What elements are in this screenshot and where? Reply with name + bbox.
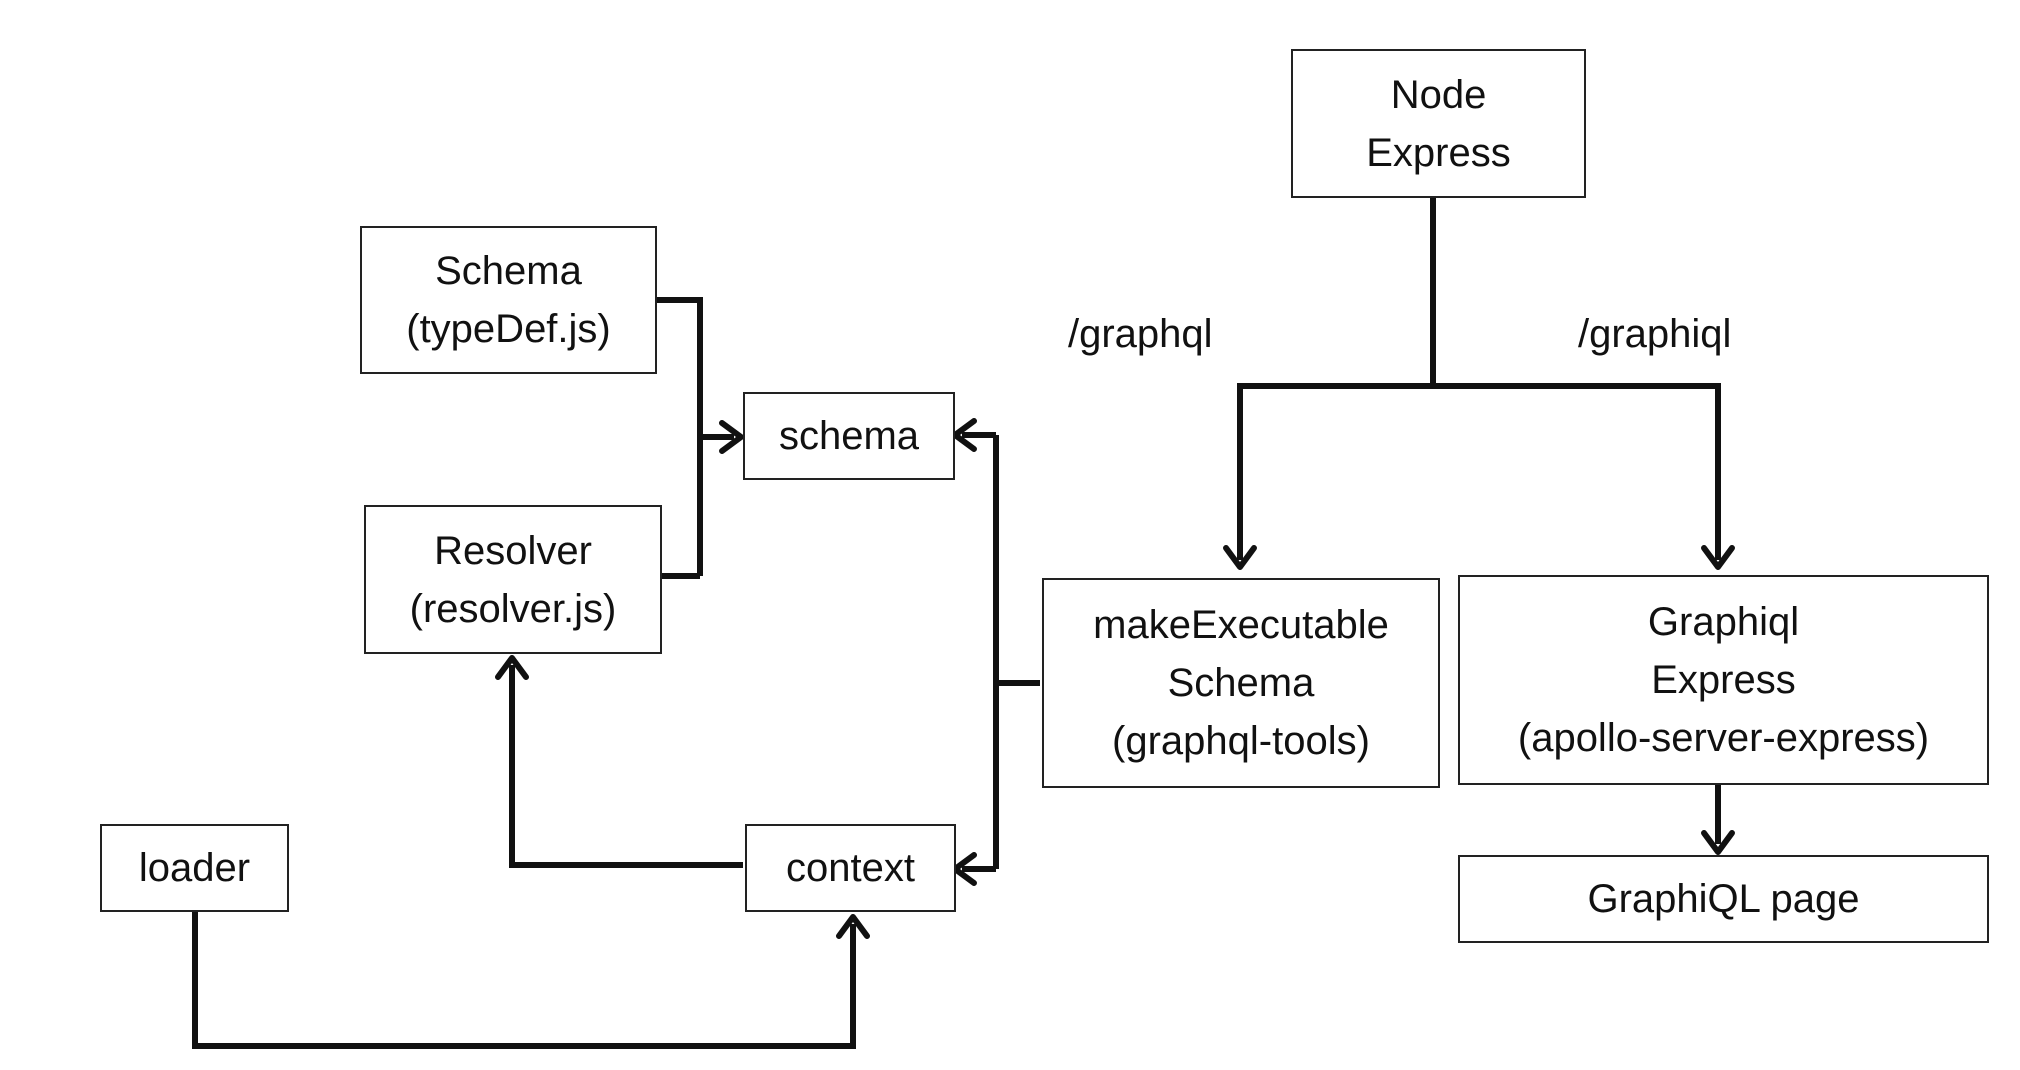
graphql-route-label: /graphql: [1068, 312, 1213, 356]
loader-label: loader: [138, 846, 251, 890]
graphql-route-arrow: [1237, 383, 1433, 560]
make-executable-line-2: Schema: [1167, 661, 1315, 705]
graphiql-express-line-2: Express: [1651, 658, 1796, 702]
typedef-to-schema-line: [655, 297, 703, 576]
schema-typedef-line-2: (typeDef.js): [406, 307, 611, 351]
schema-typedef-line-1: Schema: [435, 249, 582, 293]
loader-to-context-arrow: [192, 911, 856, 1049]
schema-box: schema: [743, 392, 955, 480]
graphiql-page-box: GraphiQL page: [1458, 855, 1989, 943]
graphiql-route-label: /graphiql: [1578, 312, 1732, 356]
arrowhead-graphiql-express: [1701, 545, 1735, 570]
schema-label: schema: [778, 414, 920, 458]
graphiql-page-label: GraphiQL page: [1587, 877, 1860, 921]
node-express-box: Node Express: [1291, 49, 1586, 198]
resolver-line-2: (resolver.js): [409, 586, 617, 631]
resolver-box: Resolver (resolver.js): [364, 505, 662, 654]
graphiql-express-line-3: (apollo-server-express): [1517, 716, 1930, 760]
make-executable-line-3: (graphql-tools): [1112, 719, 1370, 763]
graphiql-express-line-1: Graphiql: [1647, 600, 1800, 644]
make-executable-line-1: makeExecutable: [1093, 603, 1389, 647]
graphiql-express-box: Graphiql Express (apollo-server-express): [1458, 575, 1989, 785]
arrowhead-makeexecutable: [1223, 545, 1257, 570]
arrowhead-resolver: [495, 655, 529, 680]
arrowhead-graphiql-page: [1701, 830, 1735, 855]
arrowhead-context-bottom: [836, 914, 870, 939]
resolver-line-1: Resolver: [434, 528, 592, 573]
context-box: context: [745, 824, 956, 912]
arrowhead-schema-right: [952, 418, 977, 452]
context-label: context: [786, 846, 915, 890]
make-executable-schema-box: makeExecutable Schema (graphql-tools): [1042, 578, 1440, 788]
graphiql-route-arrow: [1433, 383, 1721, 560]
node-express-line-1: Node: [1390, 72, 1487, 117]
arrowhead-schema-left: [719, 420, 744, 454]
schema-typedef-box: Schema (typeDef.js): [360, 226, 657, 374]
node-express-line-2: Express: [1366, 130, 1511, 175]
loader-box: loader: [100, 824, 289, 912]
context-to-resolver-arrow: [509, 665, 743, 868]
